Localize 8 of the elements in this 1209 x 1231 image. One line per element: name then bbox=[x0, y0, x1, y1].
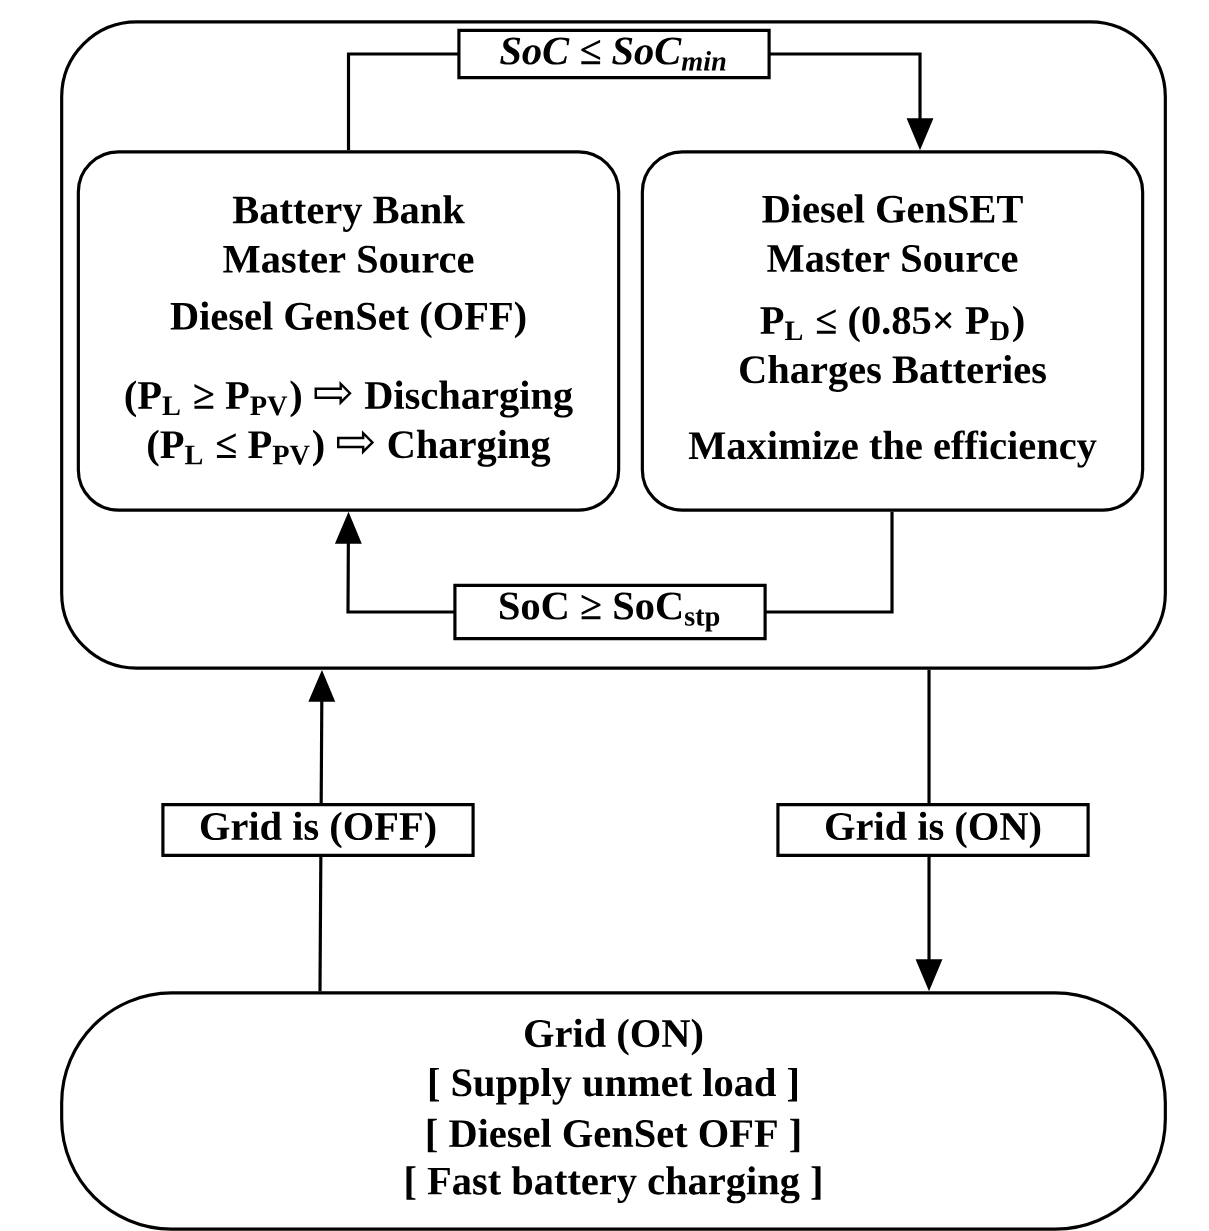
condition-label: Grid is (ON) bbox=[776, 803, 1090, 857]
condition-label: Grid is (OFF) bbox=[161, 803, 475, 857]
condition-label: SoC ≤ SoC$_{min}$ bbox=[457, 28, 771, 80]
state-box: Battery Bank Master Source Diesel GenSet (OFF) (P$_{L}$ ≥ P$_{PV}$) ⇨ Discharging (P$_{L}$ ≤ P$_{PV}$) ⇨ Charging bbox=[76, 150, 621, 512]
state-container bbox=[60, 20, 1167, 670]
grid-state-box: Grid (ON) [ Supply unmet load ] [ Diesel GenSet OFF ] [ Fast battery charging ] bbox=[60, 991, 1167, 1231]
condition-label: SoC ≥ SoC$_{stp}$ bbox=[453, 583, 767, 641]
state-box: Diesel GenSET Master Source P$_{L}$ ≤ (0.85× P$_{D}$) Charges Batteries Maximize the efficiency bbox=[640, 150, 1145, 512]
